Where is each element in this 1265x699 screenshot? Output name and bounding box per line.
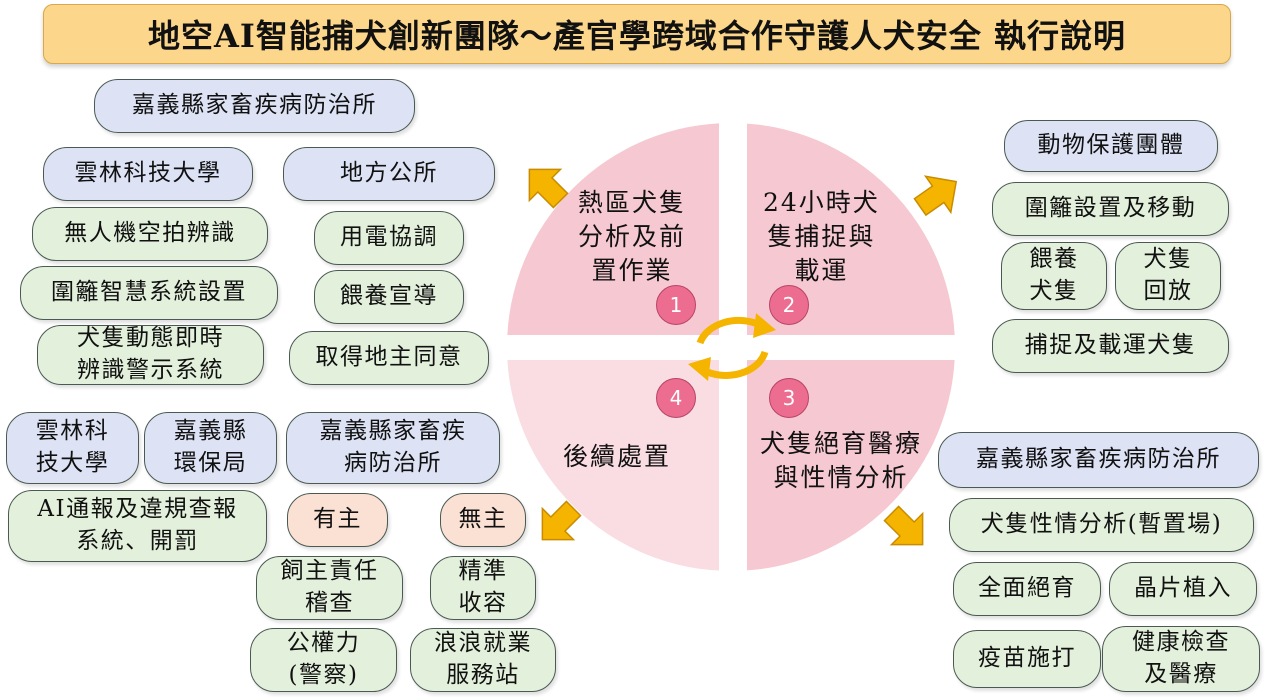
quadrant-2-label: 24小時犬 隻捕捉與 載運 <box>763 188 880 285</box>
quadrant-4-label: 後續處置 <box>563 442 672 471</box>
arrow-to-q1-icon <box>528 168 569 209</box>
q3-vaccine-box: 疫苗施打 <box>953 630 1101 688</box>
q1-feeding-box: 餵養宣導 <box>314 270 464 324</box>
q1-yuntech-box: 雲林科技大學 <box>43 147 253 201</box>
q2-capture-box: 捕捉及載運犬隻 <box>992 319 1229 373</box>
q1-township-box: 地方公所 <box>283 147 495 201</box>
quadrant-3-label: 犬隻絕育醫療 與性情分析 <box>760 429 923 492</box>
q2-feed-dogs-box: 餵養 犬隻 <box>1001 242 1107 310</box>
step-badge-3: 3 <box>769 378 809 418</box>
q2-release-box: 犬隻 回放 <box>1115 242 1221 310</box>
q1-power-box: 用電協調 <box>314 211 464 265</box>
q4-yuntech-box: 雲林科 技大學 <box>6 412 139 484</box>
arrow-to-q3-icon <box>883 505 924 546</box>
q1-realtime-box: 犬隻動態即時 辨識警示系統 <box>37 325 264 385</box>
q2-fence-move-box: 圍籬設置及移動 <box>992 182 1229 236</box>
q2-animal-groups-box: 動物保護團體 <box>1004 120 1218 172</box>
q4-stray-box: 無主 <box>440 493 526 547</box>
q1-fence-system-box: 圍籬智慧系統設置 <box>20 266 278 320</box>
q1-chiayi-office-box: 嘉義縣家畜疾病防治所 <box>94 79 415 133</box>
q4-epb-box: 嘉義縣 環保局 <box>144 412 277 484</box>
q3-neuter-box: 全面絕育 <box>953 562 1101 616</box>
q1-consent-box: 取得地主同意 <box>289 331 489 385</box>
arrow-to-q2-icon <box>913 175 958 217</box>
page-title: 地空AI智能捕犬創新團隊～產官學跨域合作守護人犬安全 執行說明 <box>43 4 1231 64</box>
q3-chip-box: 晶片植入 <box>1109 562 1257 616</box>
step-badge-2: 2 <box>769 285 809 325</box>
step-badge-1: 1 <box>656 285 696 325</box>
q3-temperament-box: 犬隻性情分析(暫置場) <box>949 498 1254 552</box>
q4-owned-box: 有主 <box>287 493 388 547</box>
cycle-arrows-icon <box>696 316 769 379</box>
q1-drone-box: 無人機空拍辨識 <box>32 207 268 261</box>
q4-police-box: 公權力 (警察) <box>250 628 397 692</box>
quadrant-1-label: 熱區犬隻 分析及前 置作業 <box>578 188 687 285</box>
q4-chiayi-office-box: 嘉義縣家畜疾 病防治所 <box>286 412 500 484</box>
step-badge-4: 4 <box>656 378 696 418</box>
q4-shelter-box: 精準 收容 <box>430 556 536 620</box>
arrow-to-q4-icon <box>541 500 582 541</box>
q3-health-box: 健康檢查 及醫療 <box>1102 626 1260 692</box>
q4-owner-check-box: 飼主責任 稽查 <box>256 556 403 620</box>
q4-ai-report-box: AI通報及違規查報 系統、開罰 <box>8 490 267 562</box>
q3-chiayi-office-box: 嘉義縣家畜疾病防治所 <box>938 432 1259 488</box>
q4-adoption-box: 浪浪就業 服務站 <box>410 628 556 692</box>
